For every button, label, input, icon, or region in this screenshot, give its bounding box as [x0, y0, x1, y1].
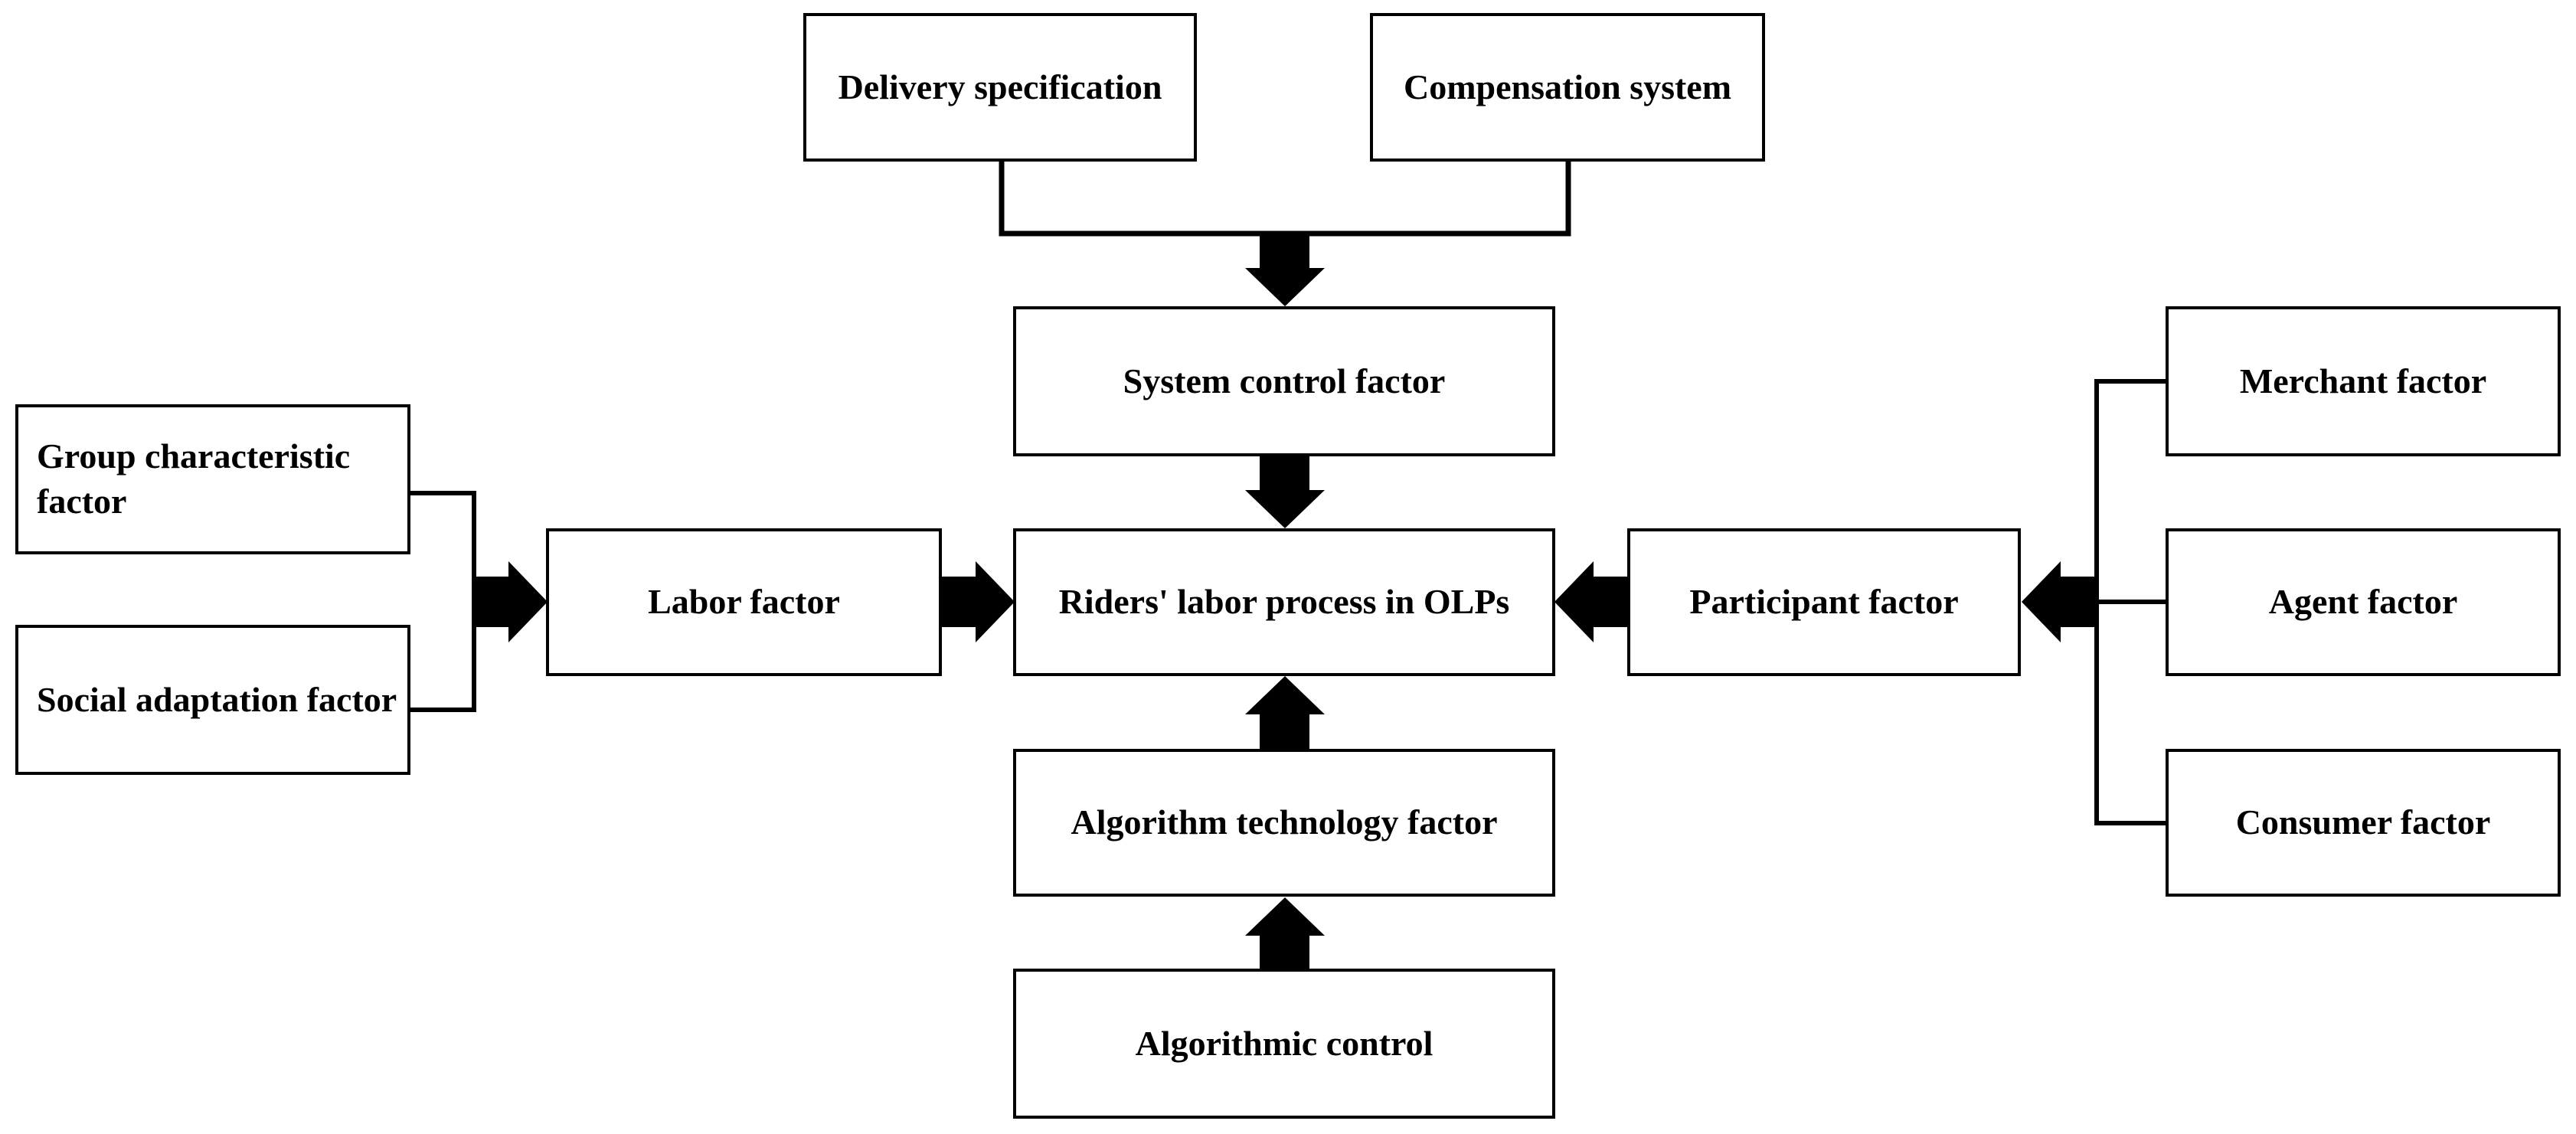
node-delivery-specification: Delivery specification	[803, 13, 1197, 162]
node-system-control-factor: System control factor	[1013, 306, 1555, 456]
arrow-labor-to-riders	[940, 561, 1015, 642]
arrow-to-labor	[474, 561, 548, 642]
arrow-participant-to-riders	[1554, 561, 1629, 642]
arrow-to-participant	[2022, 561, 2097, 642]
node-consumer-factor: Consumer factor	[2166, 749, 2561, 897]
node-merchant-factor: Merchant factor	[2166, 306, 2561, 456]
node-algorithm-technology-factor: Algorithm technology factor	[1013, 749, 1555, 897]
arrow-system-to-riders	[1245, 455, 1325, 528]
node-participant-factor: Participant factor	[1627, 528, 2021, 676]
node-algorithmic-control: Algorithmic control	[1013, 969, 1555, 1119]
node-group-characteristic-factor: Group characteristic factor	[15, 404, 410, 554]
connector-top-bracket	[999, 160, 1571, 237]
node-compensation-system: Compensation system	[1370, 13, 1765, 162]
node-agent-factor: Agent factor	[2166, 528, 2561, 676]
node-social-adaptation-factor: Social adaptation factor	[15, 625, 410, 775]
arrow-algorithm-to-riders	[1245, 676, 1325, 749]
node-riders-labor-process: Riders' labor process in OLPs	[1013, 528, 1555, 676]
node-labor-factor: Labor factor	[546, 528, 942, 676]
arrow-to-system-control	[1245, 234, 1325, 306]
arrow-control-to-algorithm	[1245, 897, 1325, 970]
connector-left-bracket	[409, 491, 476, 712]
